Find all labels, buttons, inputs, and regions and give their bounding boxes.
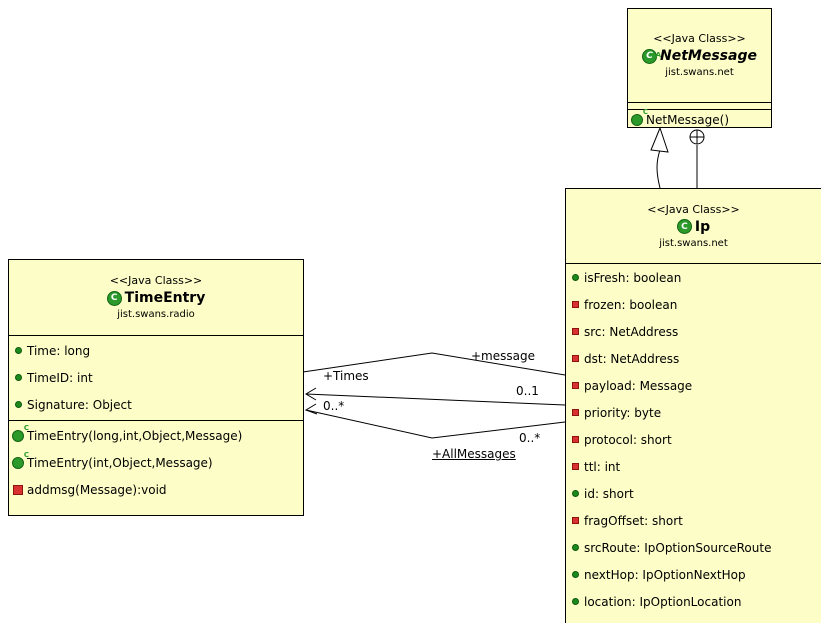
method-text: NetMessage() — [646, 112, 730, 127]
public-visibility-icon — [9, 401, 27, 408]
private-visibility-icon — [566, 409, 584, 416]
constructor-icon — [9, 451, 29, 469]
association-mult-message: 0..1 — [516, 384, 539, 398]
class-icon: C — [676, 219, 692, 234]
association-times-line — [305, 393, 566, 406]
public-visibility-icon — [566, 490, 584, 497]
field-text: id: short — [584, 486, 634, 501]
private-visibility-icon — [566, 463, 584, 470]
field-text: isFresh: boolean — [584, 270, 682, 285]
field-text: src: NetAddress — [584, 324, 679, 339]
class-stereotype: <<Java Class>> — [647, 202, 740, 216]
field-row[interactable]: dst: NetAddress — [566, 345, 821, 372]
field-text: Signature: Object — [27, 397, 132, 412]
field-text: TimeID: int — [27, 370, 93, 385]
field-text: payload: Message — [584, 378, 693, 393]
private-visibility-icon — [566, 436, 584, 443]
field-row[interactable]: frozen: boolean — [566, 291, 821, 318]
public-visibility-icon — [9, 374, 27, 381]
private-visibility-icon — [566, 382, 584, 389]
public-visibility-icon — [566, 274, 584, 281]
methods-compartment: NetMessage() — [628, 108, 771, 129]
field-row[interactable]: ttl: int — [566, 453, 821, 480]
class-netmessage[interactable]: <<Java Class>> C NetMessage jist.swans.n… — [627, 8, 772, 128]
fields-compartment — [628, 102, 771, 109]
field-row[interactable]: priority: byte — [566, 399, 821, 426]
association-times-arrowhead — [305, 387, 317, 401]
field-text: priority: byte — [584, 405, 662, 420]
field-row[interactable]: payload: Message — [566, 372, 821, 399]
field-text: location: IpOptionLocation — [584, 594, 742, 609]
class-ip[interactable]: <<Java Class>> C Ip jist.swans.net isFre… — [565, 188, 821, 623]
generalization-arrowhead — [650, 126, 669, 153]
class-package: jist.swans.radio — [117, 309, 195, 320]
field-row[interactable]: srcRoute: IpOptionSourceRoute — [566, 534, 821, 561]
method-text: TimeEntry(int,Object,Message) — [27, 455, 213, 470]
private-visibility-icon — [566, 355, 584, 362]
association-allmessages-line — [305, 409, 566, 439]
method-text: TimeEntry(long,int,Object,Message) — [27, 428, 243, 443]
field-row[interactable]: Time: long — [9, 337, 303, 364]
class-stereotype: <<Java Class>> — [653, 32, 746, 45]
methods-compartment: TimeEntry(long,int,Object,Message) TimeEn… — [9, 420, 303, 504]
package-visibility-icon — [9, 484, 27, 495]
constructor-icon — [9, 424, 29, 442]
method-text: addmsg(Message):void — [27, 482, 167, 497]
field-text: nextHop: IpOptionNextHop — [584, 567, 746, 582]
class-package: jist.swans.net — [665, 67, 734, 78]
association-role-message: +message — [471, 349, 535, 363]
class-name: Ip — [694, 218, 711, 235]
method-row[interactable]: TimeEntry(long,int,Object,Message) — [9, 422, 303, 449]
class-package: jist.swans.net — [659, 237, 728, 249]
private-visibility-icon — [566, 301, 584, 308]
private-visibility-icon — [566, 328, 584, 335]
association-mult-allmessages-left: 0..* — [323, 399, 345, 413]
field-text: dst: NetAddress — [584, 351, 680, 366]
constructor-icon — [628, 108, 648, 126]
method-row[interactable]: addmsg(Message):void — [9, 476, 303, 503]
field-row[interactable]: location: IpOptionLocation — [566, 588, 821, 615]
field-row[interactable]: src: NetAddress — [566, 318, 821, 345]
class-title: C NetMessage — [628, 45, 771, 66]
class-title: C Ip — [566, 217, 821, 237]
field-row[interactable]: id: short — [566, 480, 821, 507]
class-stereotype: <<Java Class>> — [109, 274, 203, 287]
class-name: NetMessage — [660, 48, 757, 64]
private-visibility-icon — [566, 517, 584, 524]
association-allmessages-arrowhead — [304, 403, 318, 415]
field-row[interactable]: isFresh: boolean — [566, 264, 821, 291]
class-timeentry[interactable]: <<Java Class>> C TimeEntry jist.swans.ra… — [8, 259, 304, 516]
method-row[interactable]: TimeEntry(int,Object,Message) — [9, 449, 303, 476]
field-row[interactable]: nextHop: IpOptionNextHop — [566, 561, 821, 588]
field-row[interactable]: TimeID: int — [9, 364, 303, 391]
association-role-times: +Times — [323, 369, 369, 383]
public-visibility-icon — [566, 544, 584, 551]
class-icon: C — [106, 290, 122, 306]
class-name: TimeEntry — [124, 290, 206, 306]
class-title: C TimeEntry — [9, 288, 303, 308]
field-row[interactable]: Signature: Object — [9, 391, 303, 418]
field-text: srcRoute: IpOptionSourceRoute — [584, 540, 772, 555]
public-visibility-icon — [566, 598, 584, 605]
field-text: fragOffset: short — [584, 513, 683, 528]
public-visibility-icon — [9, 347, 27, 354]
fields-compartment: isFresh: boolean frozen: boolean src: NetA… — [566, 263, 821, 615]
field-text: frozen: boolean — [584, 297, 678, 312]
association-mult-allmessages-right: 0..* — [519, 431, 541, 445]
method-row[interactable]: NetMessage() — [628, 108, 771, 129]
field-row[interactable]: protocol: short — [566, 426, 821, 453]
association-message-line — [302, 352, 566, 376]
generalization-line — [656, 149, 661, 189]
association-role-allmessages: +AllMessages — [432, 447, 516, 461]
field-row[interactable]: fragOffset: short — [566, 507, 821, 534]
field-text: protocol: short — [584, 432, 672, 447]
field-text: ttl: int — [584, 459, 621, 474]
public-visibility-icon — [566, 571, 584, 578]
field-text: Time: long — [27, 343, 91, 358]
abstract-class-icon: C — [642, 45, 661, 65]
